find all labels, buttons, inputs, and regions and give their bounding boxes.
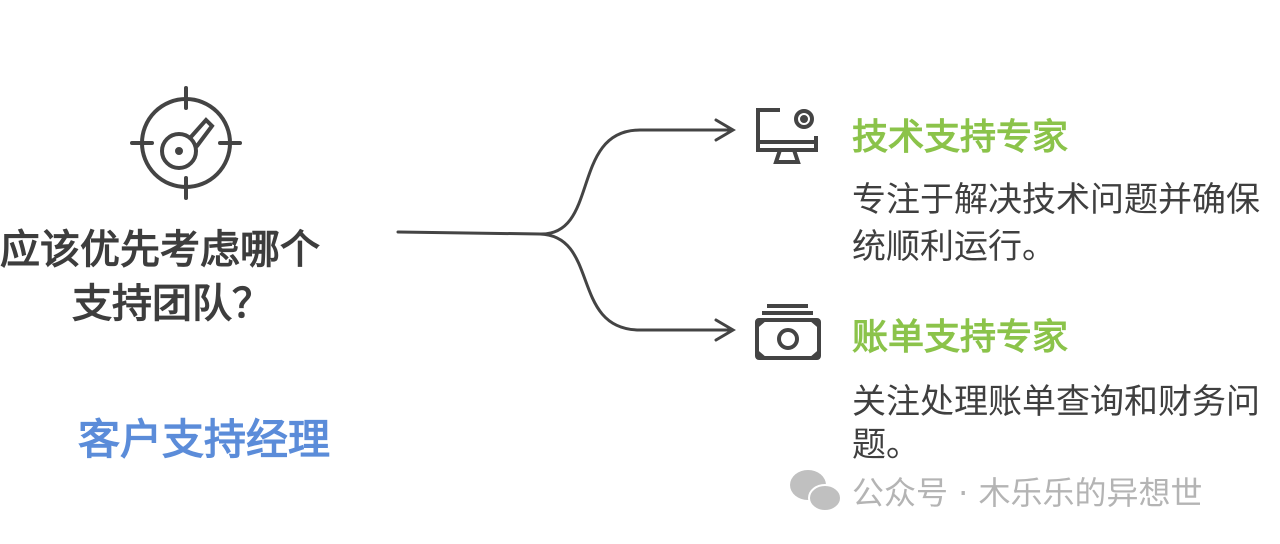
question-line-1: 应该优先考虑哪个	[0, 227, 320, 273]
question-line-2: 支持团队？	[72, 281, 272, 327]
watermark-text: 公众号 · 木乐乐的异想世	[852, 474, 1203, 512]
monitor-gear-icon	[756, 108, 818, 164]
option-title-billing: 账单支持专家	[852, 317, 1069, 358]
option-desc-billing-line-2: 题。	[852, 425, 920, 465]
option-desc-tech-line-2: 统顺利运行。	[852, 227, 1056, 267]
branch-arrows	[396, 118, 736, 342]
money-stack-icon	[755, 304, 821, 360]
option-title-tech: 技术支持专家	[852, 117, 1069, 158]
option-desc-billing-line-1: 关注处理账单查询和财务问	[852, 382, 1260, 422]
wechat-icon	[790, 470, 842, 512]
target-key-icon	[130, 86, 242, 200]
option-desc-tech-line-1: 专注于解决技术问题并确保	[852, 180, 1260, 220]
root-role-label: 客户支持经理	[78, 415, 331, 464]
